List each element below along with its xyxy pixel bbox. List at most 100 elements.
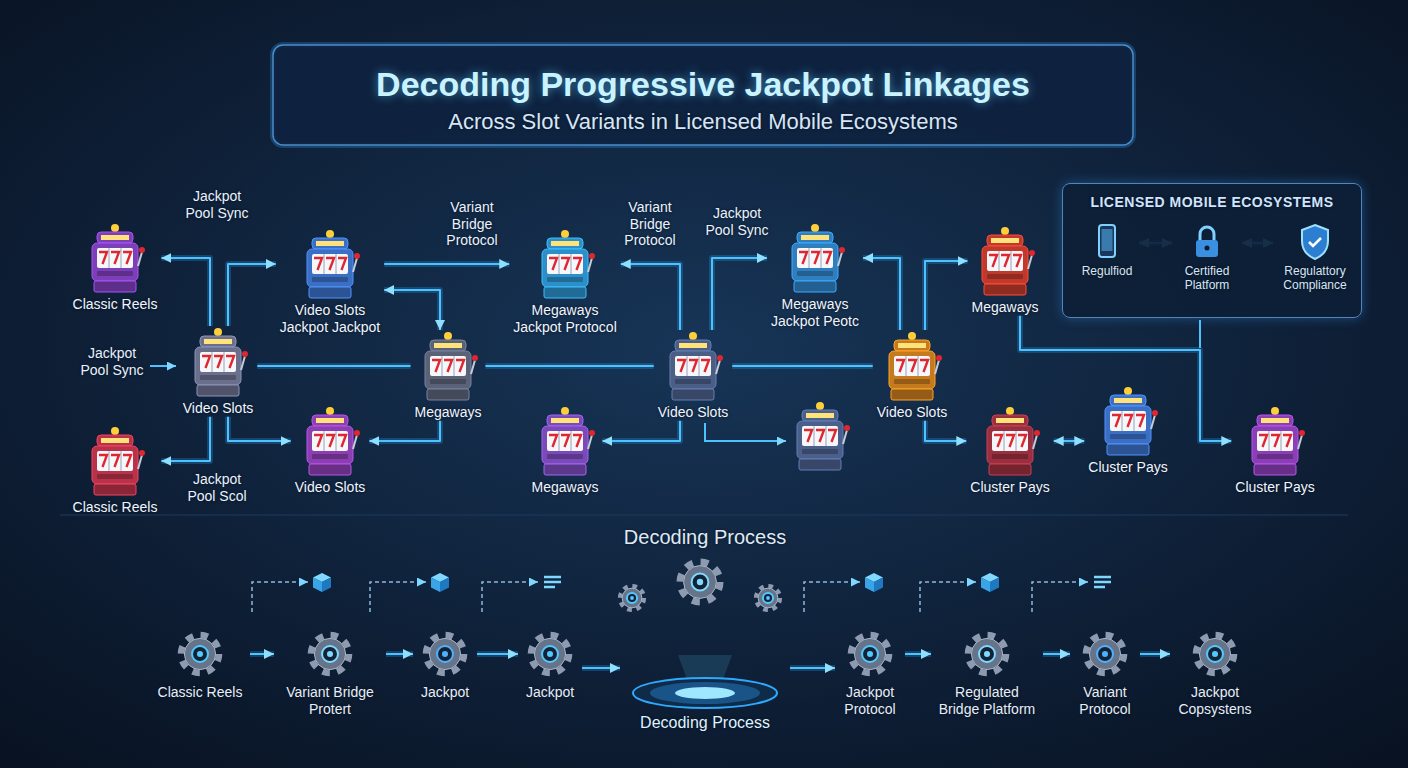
gear-icon [961, 628, 1013, 680]
reel-seven [202, 356, 210, 368]
machine-light [1001, 227, 1009, 235]
reel-seven [1124, 415, 1132, 427]
slot-machine: Video Slots [291, 405, 370, 496]
icon-label: Regulfiod [1082, 264, 1133, 278]
doc-line [1094, 581, 1111, 584]
connector-glow [732, 363, 872, 369]
slot-machine: Cluster Pays [966, 405, 1053, 496]
step-label: Jackpot [526, 684, 574, 701]
label-box: Jackpot Pool Sync [76, 345, 148, 379]
machine-base [544, 287, 586, 298]
dashed-flow [804, 582, 860, 612]
step-label: Jackpot [421, 684, 469, 701]
gear-core [1102, 651, 1108, 657]
machine-lever [935, 360, 939, 374]
reel-seven [811, 252, 819, 264]
gear-core [697, 579, 703, 585]
reel-seven [549, 435, 557, 447]
decoding-platform: Decoding Process [620, 655, 790, 732]
machine-cabinet [425, 351, 471, 389]
slot-machine: Video Slots [654, 330, 733, 421]
machine-label: Jackpot Protocol [513, 319, 617, 336]
machine-cabinet [889, 351, 935, 389]
platform-core [675, 687, 735, 699]
lever-knob [472, 355, 478, 361]
gear-body [314, 638, 345, 669]
gear-hub [1097, 646, 1113, 662]
machine-lever [838, 252, 842, 266]
connector [257, 365, 410, 367]
slot-machine: Megaways [528, 405, 603, 496]
marquee-lamp [316, 241, 344, 246]
gear-core [547, 651, 553, 657]
section-heading: Decoding Process [575, 525, 835, 549]
lever-knob [1029, 250, 1035, 256]
machine-marquee [675, 340, 711, 351]
process-gear: Jackpot Copsystens [1170, 628, 1260, 718]
process-gear: Jackpot Protocol [835, 628, 905, 718]
reel-seven [123, 455, 131, 467]
slot-machine-icon [300, 405, 360, 477]
machine-label: Megaways [532, 479, 599, 496]
gear-body [971, 638, 1002, 669]
label-box: Variant Bridge Protocol [619, 199, 681, 249]
lever-knob [242, 351, 248, 357]
reel-seven [214, 356, 222, 368]
label-box: Across Slot Variants in Licensed Mobile … [293, 109, 1113, 135]
link-note: Jackpot Pool Sync [76, 345, 148, 379]
machine-marquee [987, 235, 1023, 246]
gear-teeth [426, 635, 464, 673]
machine-screen [312, 431, 348, 451]
machine-lever [1151, 415, 1155, 429]
gear-hub [763, 593, 773, 603]
machine-label: Megaways [972, 299, 1039, 316]
marquee-lamp [898, 343, 926, 348]
connector-glow [925, 261, 968, 330]
lever-knob [139, 247, 145, 253]
reel-seven [994, 435, 1002, 447]
cube-right [990, 578, 999, 593]
machine-screen [802, 426, 838, 446]
reel-seven [549, 258, 557, 270]
step-label: Variant Bridge Protert [278, 684, 382, 718]
process-gear: Jackpot [518, 628, 582, 701]
label-box: Jackpot Pool Sync [702, 205, 772, 239]
reel-seven [1136, 415, 1144, 427]
reel-seven [1112, 415, 1120, 427]
platform-ring [633, 678, 777, 708]
gear-body [758, 588, 778, 608]
button-strip [547, 454, 583, 459]
doc-line [544, 581, 561, 584]
platform-glow [650, 682, 760, 704]
reel-seven [444, 360, 452, 372]
gear-teeth [531, 635, 569, 673]
machine-base [989, 464, 1031, 475]
machine-marquee [797, 232, 833, 243]
reel-seven [111, 252, 119, 264]
slot-machine-icon [418, 330, 478, 402]
reel-seven [989, 255, 997, 267]
dashed-flow [1032, 582, 1088, 612]
machine-cabinet [92, 243, 138, 281]
machine-label: Megaways [415, 404, 482, 421]
reel-seven [573, 258, 581, 270]
cube-left [313, 578, 322, 593]
reel-seven [828, 430, 836, 442]
connector-glow [161, 258, 210, 326]
icon-label: Certified Platform [1172, 264, 1242, 293]
machine-label: Video Slots [295, 479, 366, 496]
title-banner [273, 45, 1133, 145]
machine-screen [547, 254, 583, 274]
link-note: Variant Bridge Protocol [619, 199, 681, 249]
label-box: Decoding Process [575, 525, 835, 549]
wire [705, 423, 786, 441]
machine-light [811, 224, 819, 232]
slot-machine-icon [300, 228, 360, 300]
machine-cabinet [1105, 406, 1151, 444]
button-strip [430, 379, 466, 384]
ecosystem-icon: Certified Platform [1172, 222, 1242, 293]
phone-body [1099, 225, 1115, 257]
cube-left [431, 578, 440, 593]
marquee-lamp [1114, 398, 1142, 403]
machine-cabinet [542, 426, 588, 464]
